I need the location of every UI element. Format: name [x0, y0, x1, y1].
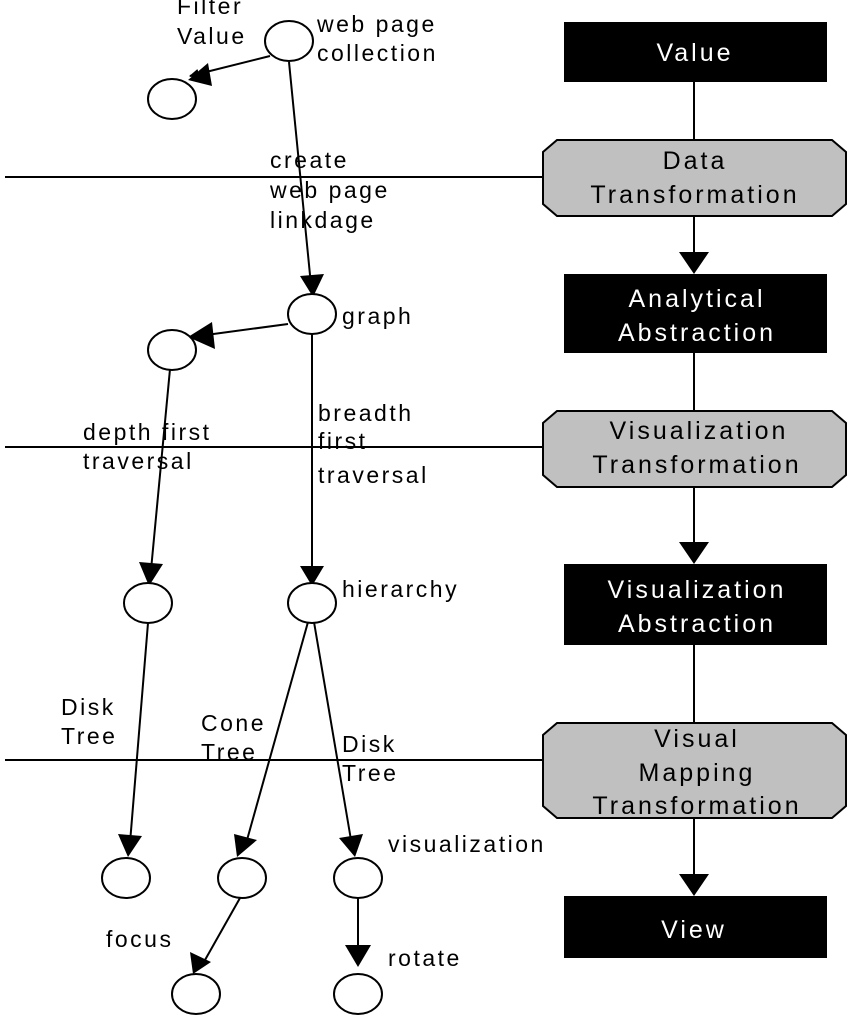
analytical-abstraction-line-2: Abstraction: [618, 319, 776, 347]
create-linkage-label-line-1: create: [270, 147, 349, 173]
data-transformation-line-1: Data: [663, 147, 728, 175]
pipeline-arrowhead: [679, 542, 709, 564]
edge-collection-to-graph: [288, 61, 312, 286]
visualization-transformation-line-1: Visualization: [610, 417, 789, 445]
analytical-abstraction-box: Analytical Abstraction: [564, 274, 827, 353]
value-box-label: Value: [656, 39, 733, 67]
focus-label: focus: [106, 926, 173, 952]
edge-hierarchy-to-cone-node: [246, 621, 309, 841]
data-transformation-line-2: Transformation: [590, 181, 799, 209]
view-box-shape: [564, 896, 827, 958]
disk-tree-right-label-line-1: Disk: [342, 731, 397, 757]
filter-value-label-line-1: Filter: [177, 0, 243, 19]
view-box-label: View: [661, 916, 727, 944]
visualization-abstraction-line-2: Abstraction: [618, 610, 776, 638]
edge-hierarchy-to-disk-node: [313, 621, 352, 841]
filter-value-label-line-2: Value: [177, 23, 247, 49]
arrowhead: [234, 834, 257, 857]
breadth-first-label-line-1: breadth: [318, 400, 414, 426]
arrowhead: [139, 562, 163, 586]
disk-tree-left-label-line-2: Tree: [61, 723, 117, 749]
depth-first-label-line-2: traversal: [83, 448, 194, 474]
arrowhead: [188, 322, 215, 349]
visualization-transformation-line-2: Transformation: [592, 451, 801, 479]
node-depth-first: [123, 582, 173, 624]
arrowhead: [118, 834, 142, 857]
graph-label: graph: [342, 303, 413, 329]
data-transformation-box-shape: [542, 139, 847, 217]
node-web-page-collection: [264, 20, 314, 62]
visualization-abstraction-box: Visualization Abstraction: [564, 564, 827, 645]
visual-mapping-line-2: Mapping: [639, 759, 756, 787]
depth-first-label-line-1: depth first: [83, 419, 212, 445]
arrowhead: [300, 274, 324, 297]
visualization-transformation-box-shape: [542, 410, 847, 488]
node-disk-tree-left: [101, 857, 151, 899]
analytical-abstraction-box-shape: [564, 274, 827, 353]
arrowhead: [345, 945, 371, 967]
cone-tree-label-line-2: Tree: [201, 739, 257, 765]
visualization-abstraction-box-shape: [564, 564, 827, 645]
value-box-shape: [564, 22, 827, 82]
breadth-first-label-line-2: first: [318, 428, 368, 454]
edge-graph-to-node: [205, 323, 289, 336]
analytical-abstraction-line-1: Analytical: [629, 285, 766, 313]
cone-tree-label-line-1: Cone: [201, 710, 266, 736]
hierarchy-label: hierarchy: [342, 576, 459, 602]
value-box: Value: [564, 22, 827, 82]
visual-mapping-transformation-box: Visual Mapping Transformation: [542, 722, 847, 820]
create-linkage-label-line-2: web page: [269, 177, 390, 203]
node-cone-tree: [217, 857, 267, 899]
web-page-collection-label-line-2: collection: [317, 40, 438, 66]
node-filter-value: [147, 78, 197, 120]
breadth-first-label-line-3: traversal: [318, 462, 429, 488]
arrowhead: [339, 834, 363, 857]
rotate-label: rotate: [388, 945, 462, 971]
node-focus: [171, 973, 221, 1015]
visualization-label: visualization: [388, 831, 546, 857]
visual-mapping-line-3: Transformation: [592, 792, 801, 820]
node-depth-branch: [147, 329, 197, 371]
visual-mapping-transformation-box-shape: [542, 722, 847, 819]
arrowhead: [300, 566, 324, 586]
node-rotate: [333, 973, 383, 1015]
node-hierarchy: [287, 582, 337, 624]
pipeline-arrowhead: [679, 874, 709, 896]
visualization-transformation-box: Visualization Transformation: [542, 410, 847, 488]
create-linkage-label-line-3: linkdage: [270, 207, 376, 233]
visualization-abstraction-line-1: Visualization: [608, 576, 787, 604]
node-graph: [287, 293, 337, 335]
edge-depth-node-to-focus-node: [129, 622, 149, 844]
node-visualization: [333, 857, 383, 899]
data-transformation-box: Data Transformation: [542, 139, 847, 217]
visual-mapping-line-1: Visual: [654, 725, 740, 753]
disk-tree-right-label-line-2: Tree: [342, 760, 398, 786]
web-page-collection-label-line-1: web page: [316, 11, 437, 37]
edge-node-to-depth-node: [150, 368, 171, 571]
arrowhead: [190, 952, 211, 974]
arrowhead: [188, 63, 212, 86]
edge-cone-node-to-focus: [204, 897, 241, 961]
pipeline-arrowhead: [679, 252, 709, 274]
view-box: View: [564, 896, 827, 958]
disk-tree-left-label-line-1: Disk: [61, 694, 116, 720]
